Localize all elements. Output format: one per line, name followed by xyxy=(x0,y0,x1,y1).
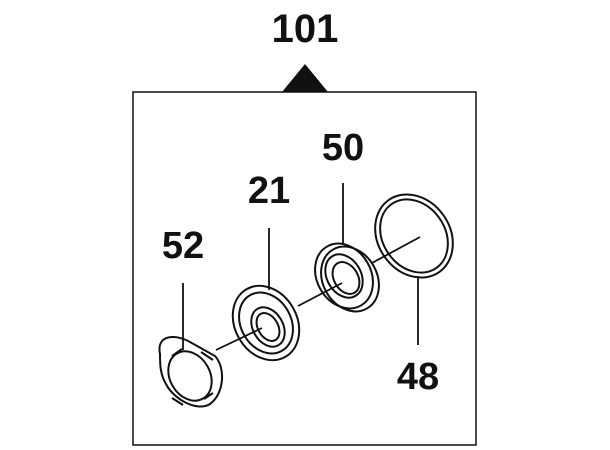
part-label-48: 48 xyxy=(397,356,439,398)
part-21-seal-ring xyxy=(231,228,301,362)
part-label-50: 50 xyxy=(322,127,364,169)
assembly-frame xyxy=(132,91,477,446)
part-48-o-ring xyxy=(374,193,454,345)
part-50-bearing xyxy=(314,183,380,313)
assembly-pointer-triangle xyxy=(282,64,328,92)
part-label-21: 21 xyxy=(248,170,290,212)
assembly-label: 101 xyxy=(272,7,339,51)
part-label-52: 52 xyxy=(162,225,204,267)
part-52-split-ring xyxy=(158,283,223,408)
